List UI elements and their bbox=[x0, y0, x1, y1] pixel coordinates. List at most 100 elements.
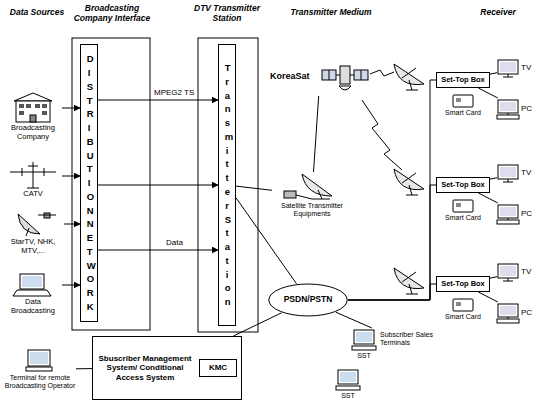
dish-icon bbox=[26, 228, 29, 236]
satellite: KoreaSat bbox=[270, 56, 370, 96]
node-text: PC bbox=[521, 308, 532, 317]
antenna-icon bbox=[44, 168, 45, 176]
link-line bbox=[478, 88, 497, 98]
node-text: Terminal for remote Broadcasting Operato… bbox=[4, 374, 76, 390]
node-text: Transmitter Station bbox=[225, 61, 229, 309]
receiver-icons bbox=[453, 95, 473, 107]
pc: PC bbox=[497, 98, 541, 120]
receiver-icons bbox=[406, 294, 418, 295]
node-text: CATV bbox=[4, 190, 62, 199]
node-text: Smart Card bbox=[436, 109, 490, 117]
laptop-icon bbox=[22, 276, 42, 287]
node-text: DISTRIBUTION NETWORK bbox=[87, 52, 91, 314]
receiver-icons bbox=[503, 77, 513, 78]
receiver-icons bbox=[500, 102, 516, 111]
edge-label: MPEG2 TS bbox=[153, 89, 195, 98]
receiver-icons bbox=[394, 264, 519, 323]
system-box: Sbuscriber Management System/ Conditiona… bbox=[92, 336, 242, 400]
receiver-icons bbox=[402, 173, 416, 183]
node-text: Set-Top Box bbox=[441, 280, 485, 289]
node-text: PC bbox=[521, 209, 532, 218]
receiver-icons bbox=[500, 167, 516, 177]
receiver-icons bbox=[456, 302, 461, 306]
antenna-icon bbox=[10, 162, 56, 188]
dish-icon bbox=[18, 213, 56, 236]
node-text: StarTV, NHK, MTV,... bbox=[2, 238, 64, 255]
tv-set: TV bbox=[497, 58, 541, 78]
node-text: Satellite Transmitter Equipments bbox=[272, 202, 352, 218]
uplink-dish bbox=[296, 195, 312, 199]
node-text: Data Broadcasting bbox=[4, 298, 62, 315]
node-text: Subscriber Sales Terminals bbox=[380, 331, 442, 347]
receiver-icons bbox=[500, 207, 516, 216]
link-line bbox=[348, 185, 436, 300]
signal-arrow bbox=[98, 185, 218, 186]
building-icon bbox=[42, 111, 47, 115]
node-text: Set-Top Box bbox=[441, 181, 485, 190]
node-text: Set-Top Box bbox=[441, 76, 485, 85]
operator-terminal: Terminal for remote Broadcasting Operato… bbox=[4, 348, 76, 390]
dish-icon bbox=[38, 215, 56, 216]
link-line bbox=[478, 292, 497, 302]
link-line bbox=[490, 178, 497, 180]
satellite-icon bbox=[361, 70, 362, 80]
receiver-icons bbox=[503, 281, 513, 282]
satellite-icon bbox=[322, 66, 368, 90]
receiver-icons bbox=[498, 165, 518, 179]
computer-icon bbox=[352, 346, 376, 350]
receiver-icons bbox=[453, 200, 473, 212]
receiver-icons bbox=[498, 100, 518, 113]
receiver-icons bbox=[497, 220, 519, 224]
receiver-icons bbox=[497, 115, 519, 119]
link-line bbox=[236, 198, 297, 284]
node-text: Sbuscriber Management System/ Conditiona… bbox=[97, 354, 193, 382]
link-line bbox=[314, 96, 319, 172]
link-line bbox=[233, 313, 281, 336]
uplink-dish bbox=[312, 199, 330, 200]
computer-icon bbox=[26, 367, 52, 371]
receiver-icons bbox=[498, 304, 518, 317]
receiver-icons bbox=[498, 60, 518, 74]
building-icon bbox=[30, 115, 36, 122]
satellite-icon bbox=[336, 75, 340, 76]
node-text: Smart Card bbox=[436, 313, 490, 321]
link-line bbox=[478, 193, 497, 203]
terminal-label: SST bbox=[332, 392, 364, 400]
computer-icon bbox=[28, 350, 50, 366]
node-text: Smart Card bbox=[436, 214, 490, 222]
signal-arrow bbox=[62, 176, 80, 177]
terminal-label: SST bbox=[348, 352, 380, 360]
signal-arrow bbox=[98, 100, 218, 101]
receiver-icons bbox=[498, 205, 518, 218]
uplink-dish bbox=[284, 174, 332, 199]
link-line bbox=[490, 73, 497, 75]
set-top-box: Set-Top Box bbox=[436, 72, 490, 88]
computer-icon bbox=[356, 332, 372, 342]
receiver-icons bbox=[409, 284, 412, 294]
receiver-icons bbox=[402, 68, 416, 78]
receiver-icons bbox=[394, 165, 519, 224]
node-text: KMC bbox=[209, 363, 227, 372]
node-text: KoreaSat bbox=[270, 71, 310, 81]
receiver-icons bbox=[394, 60, 519, 119]
building-icon bbox=[26, 104, 31, 108]
receiver-icons bbox=[498, 264, 518, 278]
satellite-icon bbox=[340, 66, 350, 84]
building-icon bbox=[14, 93, 52, 122]
column-heading: Broadcasting Company Interface bbox=[70, 4, 154, 24]
signal-arrow bbox=[64, 224, 80, 225]
transmitter-band: Transmitter Station bbox=[218, 44, 236, 326]
computer-icon bbox=[352, 330, 376, 350]
dish-icon bbox=[18, 214, 40, 234]
pc: PC bbox=[497, 203, 541, 225]
computer-icon bbox=[354, 330, 374, 344]
computer-icon bbox=[26, 350, 52, 371]
receiver-icons bbox=[497, 319, 519, 323]
building-icon bbox=[42, 104, 47, 108]
link-line bbox=[348, 284, 436, 300]
laptop-icon bbox=[13, 290, 51, 296]
link-line bbox=[76, 368, 92, 369]
node-text: TV bbox=[521, 267, 531, 276]
link-line bbox=[490, 277, 497, 279]
